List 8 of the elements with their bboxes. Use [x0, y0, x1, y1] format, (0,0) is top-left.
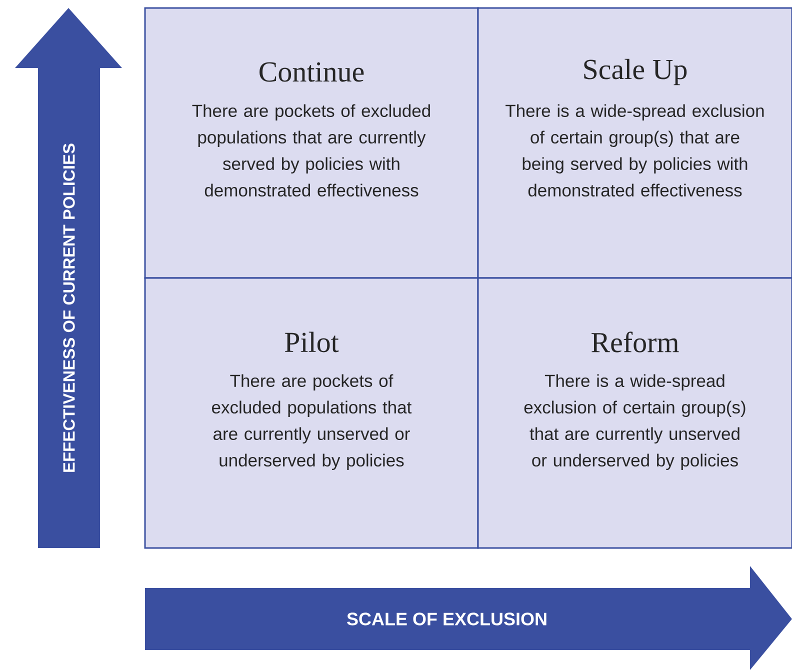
quadrant-title: Pilot [284, 332, 339, 352]
quadrant-description: There is a wide-spread exclusion of certain group(s) that are being served by policies with demonstrated effectiveness [506, 104, 764, 197]
quadrant-title: Reform [592, 332, 679, 352]
quadrant-description: There are pockets of excluded populations that are currently served by policies with demonstrated effectiveness [192, 104, 430, 197]
quadrant-title: Continue [260, 62, 364, 82]
quadrant-description: There is a wide-spread exclusion of certain group(s) that are currently unserved or underserved by policies [524, 374, 746, 470]
quadrant-title: Scale Up [584, 58, 687, 86]
quadrant-description: There are pockets of excluded populations that are currently unserved or underserved by policies [212, 374, 412, 470]
